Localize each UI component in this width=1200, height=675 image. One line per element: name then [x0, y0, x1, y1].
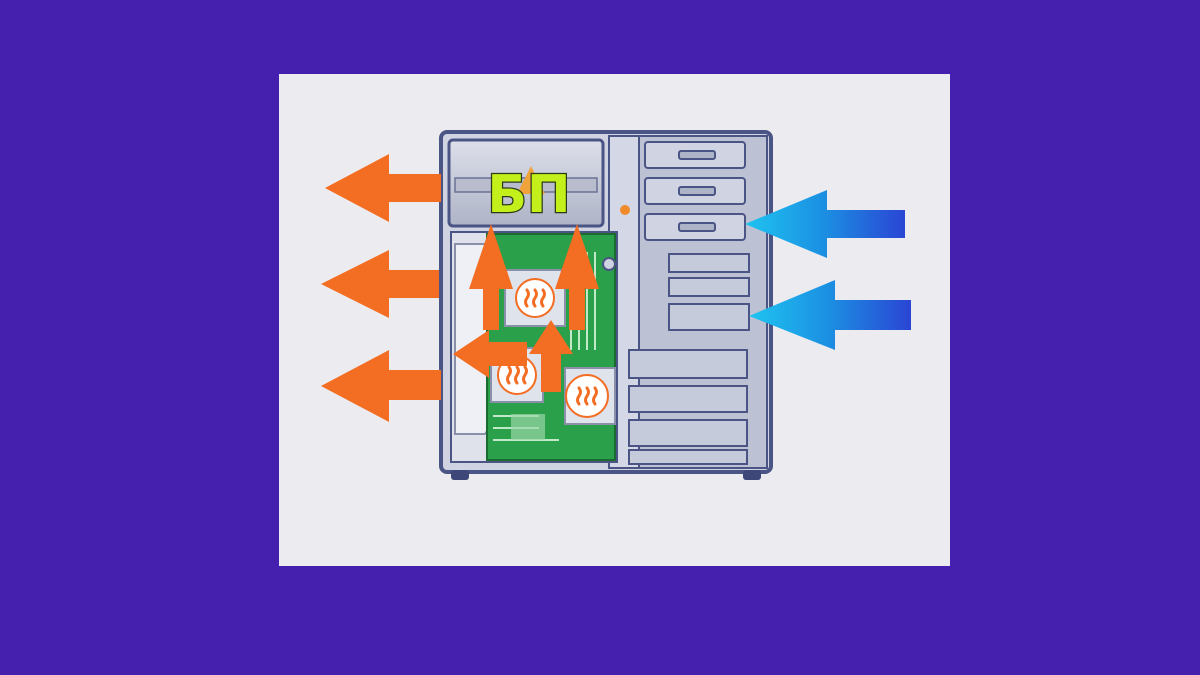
exhaust-arrow — [453, 330, 527, 378]
exhaust-arrows — [321, 154, 441, 422]
intake-arrow — [749, 280, 911, 350]
exhaust-arrow — [555, 224, 599, 330]
cpu-chip — [504, 269, 566, 327]
psu-label: БП — [487, 165, 570, 225]
intake-arrows — [745, 190, 911, 350]
airflow-diagram: БП — [321, 130, 911, 480]
heat-icon — [576, 386, 598, 406]
drive-bays — [628, 141, 750, 465]
intake-arrow — [745, 190, 905, 258]
exhaust-arrow — [321, 350, 441, 422]
exhaust-arrow — [321, 250, 439, 318]
power-supply — [447, 138, 605, 228]
heat-icon — [524, 288, 546, 308]
exhaust-arrow — [325, 154, 441, 222]
heat-icon — [506, 365, 528, 385]
internal-airflow-arrows — [453, 224, 599, 392]
gpu-chip — [564, 367, 616, 425]
exhaust-arrow — [529, 320, 573, 392]
diagram-panel: БП — [279, 74, 950, 566]
exhaust-arrow — [469, 224, 513, 330]
